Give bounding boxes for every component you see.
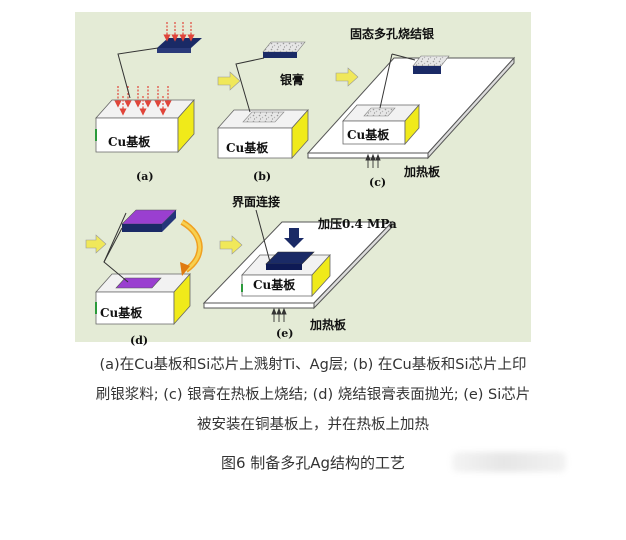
polished-silver-d bbox=[115, 277, 162, 289]
step-d: Cu基板 (d) bbox=[95, 209, 203, 347]
silver-paste-on-block bbox=[242, 111, 285, 123]
arrow-a-to-b bbox=[217, 71, 241, 91]
step-label-b: (b) bbox=[253, 170, 271, 183]
step-label-c: (c) bbox=[369, 176, 386, 189]
caption-line-1: (a)在Cu基板和Si芯片上溅射Ti、Ag层; (b) 在Cu基板和Si芯片上印 bbox=[99, 357, 527, 373]
cu-substrate-label-b: Cu基板 bbox=[226, 140, 269, 155]
pressure-label: 加压0.4 MPa bbox=[317, 216, 397, 231]
arrow-d-to-e bbox=[219, 235, 243, 255]
arrow-into-d bbox=[85, 234, 107, 254]
step-a: Cu基板 (a) bbox=[95, 22, 202, 183]
cu-block-top bbox=[95, 99, 195, 119]
cu-substrate-label-a: Cu基板 bbox=[108, 134, 151, 149]
cu-substrate-label-e: Cu基板 bbox=[253, 277, 296, 292]
cu-block-side bbox=[177, 98, 195, 154]
step-e: Cu基板 加压0.4 MPa 界面连接 加热板 (e) bbox=[202, 194, 397, 340]
pressure-arrow bbox=[284, 228, 304, 248]
step-label-a: (a) bbox=[136, 170, 154, 183]
step-label-d: (d) bbox=[130, 334, 148, 347]
cu-substrate-label-c: Cu基板 bbox=[347, 127, 390, 142]
heat-arrows-c bbox=[365, 153, 381, 168]
step-b: Cu基板 银膏 (b) bbox=[217, 41, 309, 183]
heat-arrows-e bbox=[271, 307, 287, 322]
caption-line-2: 刷银浆料; (c) 银膏在热板上烧结; (d) 烧结银膏表面抛光; (e) Si… bbox=[95, 387, 531, 403]
arrow-b-to-c bbox=[335, 67, 359, 87]
porous-silver-label: 固态多孔烧结银 bbox=[350, 26, 435, 41]
figure-title: 图6 制备多孔Ag结构的工艺 bbox=[220, 454, 406, 472]
silver-paste-label: 银膏 bbox=[280, 72, 304, 87]
step-label-e: (e) bbox=[276, 327, 293, 340]
hot-plate-label-e: 加热板 bbox=[309, 317, 347, 332]
interface-label: 界面连接 bbox=[232, 194, 280, 209]
cu-substrate-label-d: Cu基板 bbox=[100, 305, 143, 320]
sputter-arrows-chip bbox=[163, 22, 195, 42]
caption-line-3: 被安装在铜基板上，并在热板上加热 bbox=[197, 417, 429, 433]
hot-plate-label-c: 加热板 bbox=[403, 164, 441, 179]
blurred-watermark bbox=[452, 452, 566, 472]
step-c: Cu基板 固态多孔烧结银 加热板 (c) bbox=[306, 26, 516, 189]
sputter-arrows-block bbox=[114, 86, 172, 116]
